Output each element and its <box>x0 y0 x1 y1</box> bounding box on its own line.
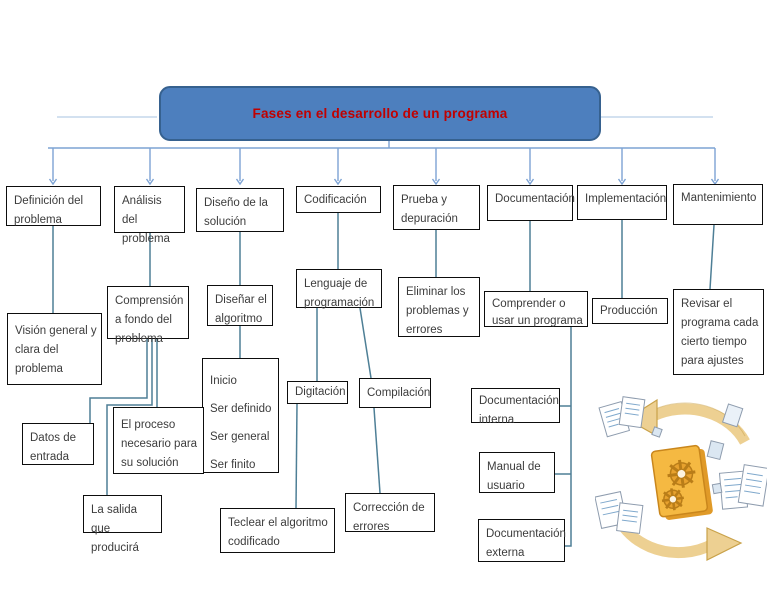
node-diseno-de-la-solucion: Diseño de la solución <box>196 188 284 232</box>
node-caracteristicas-algoritmo: Inicio Ser definido Ser general Ser fini… <box>202 358 279 473</box>
gear-icon <box>661 488 684 511</box>
node-definicion-del-problema: Definición del problema <box>6 186 101 226</box>
node-comprender-o-usar-programa: Comprender o usar un programa <box>484 291 588 327</box>
node-line: Ser finito <box>210 459 256 471</box>
node-label: Documentación externa <box>486 528 566 559</box>
node-prueba-y-depuracion: Prueba y depuración <box>393 185 480 230</box>
node-lenguaje-de-programacion: Lenguaje de programación <box>296 269 382 309</box>
node-comprension-a-fondo: Comprensión a fondo del problema <box>107 286 189 345</box>
node-label: Teclear el algoritmo codificado <box>228 517 328 548</box>
node-label: Corrección de errores <box>353 502 425 533</box>
diagram-title-box: Fases en el desarrollo de un programa <box>159 86 601 141</box>
node-revisar-programa: Revisar el programa cada cierto tiempo p… <box>673 289 764 375</box>
diagram-title: Fases en el desarrollo de un programa <box>252 106 508 121</box>
document-cycle-illustration <box>595 396 767 561</box>
node-label: El proceso necesario para su solución <box>121 419 198 469</box>
paper-icons <box>595 396 767 534</box>
gear-icon <box>667 459 696 488</box>
node-eliminar-problemas-errores: Eliminar los problemas y errores <box>398 277 480 337</box>
phase-arrows <box>48 148 720 186</box>
node-line: Ser definido <box>210 403 272 415</box>
node-label: Producción <box>600 304 658 317</box>
node-compilacion: Compilación <box>359 378 431 408</box>
node-la-salida-que-producira: La salida que producirá <box>83 495 162 554</box>
node-label: Revisar el programa cada cierto tiempo p… <box>681 298 759 367</box>
node-label: Análisis del problema <box>122 195 170 245</box>
node-label: Diseñar el algoritmo <box>215 294 267 325</box>
node-datos-de-entrada: Datos de entrada <box>22 423 94 465</box>
node-label: Lenguaje de programación <box>304 278 375 309</box>
node-label: Diseño de la solución <box>204 197 268 228</box>
node-produccion: Producción <box>592 298 668 324</box>
node-label: Manual de usuario <box>487 461 541 492</box>
node-label: Digitación <box>295 386 346 398</box>
node-label: Definición del problema <box>14 195 84 226</box>
node-analisis-del-problema: Análisis del problema <box>114 186 185 245</box>
node-label: Documentación interna <box>479 395 559 426</box>
node-label: Implementación <box>585 193 667 205</box>
node-teclear-algoritmo: Teclear el algoritmo codificado <box>220 508 335 553</box>
node-documentacion-interna: Documentación interna <box>471 388 560 426</box>
node-vision-general: Visión general y clara del problema <box>7 313 102 385</box>
node-documentacion: Documentación <box>487 185 575 221</box>
node-line: Ser general <box>210 431 270 443</box>
node-correccion-de-errores: Corrección de errores <box>345 493 435 533</box>
folder-gears-icon <box>650 444 713 520</box>
node-label: Visión general y clara del problema <box>15 325 97 375</box>
node-label: Mantenimiento <box>681 192 757 204</box>
node-disenar-el-algoritmo: Diseñar el algoritmo <box>207 285 273 326</box>
node-label: Documentación <box>495 193 575 205</box>
node-label: Compilación <box>367 386 431 399</box>
node-manual-de-usuario: Manual de usuario <box>479 452 555 493</box>
node-line: Inicio <box>210 375 237 387</box>
node-implementacion: Implementación <box>577 185 667 220</box>
node-label: Prueba y depuración <box>401 194 458 225</box>
node-digitacion: Digitación <box>287 381 348 404</box>
node-mantenimiento: Mantenimiento <box>673 184 763 225</box>
node-label: La salida que producirá <box>91 504 139 554</box>
node-label: Codificación <box>304 194 367 206</box>
node-label: Datos de entrada <box>30 432 77 463</box>
node-label: Comprensión a fondo del problema <box>115 295 184 345</box>
node-proceso-necesario: El proceso necesario para su solución <box>113 407 204 474</box>
node-label: Eliminar los problemas y errores <box>406 286 469 336</box>
node-label: Comprender o usar un programa <box>492 298 583 327</box>
node-codificacion: Codificación <box>296 186 381 213</box>
node-documentacion-externa: Documentación externa <box>478 519 566 562</box>
